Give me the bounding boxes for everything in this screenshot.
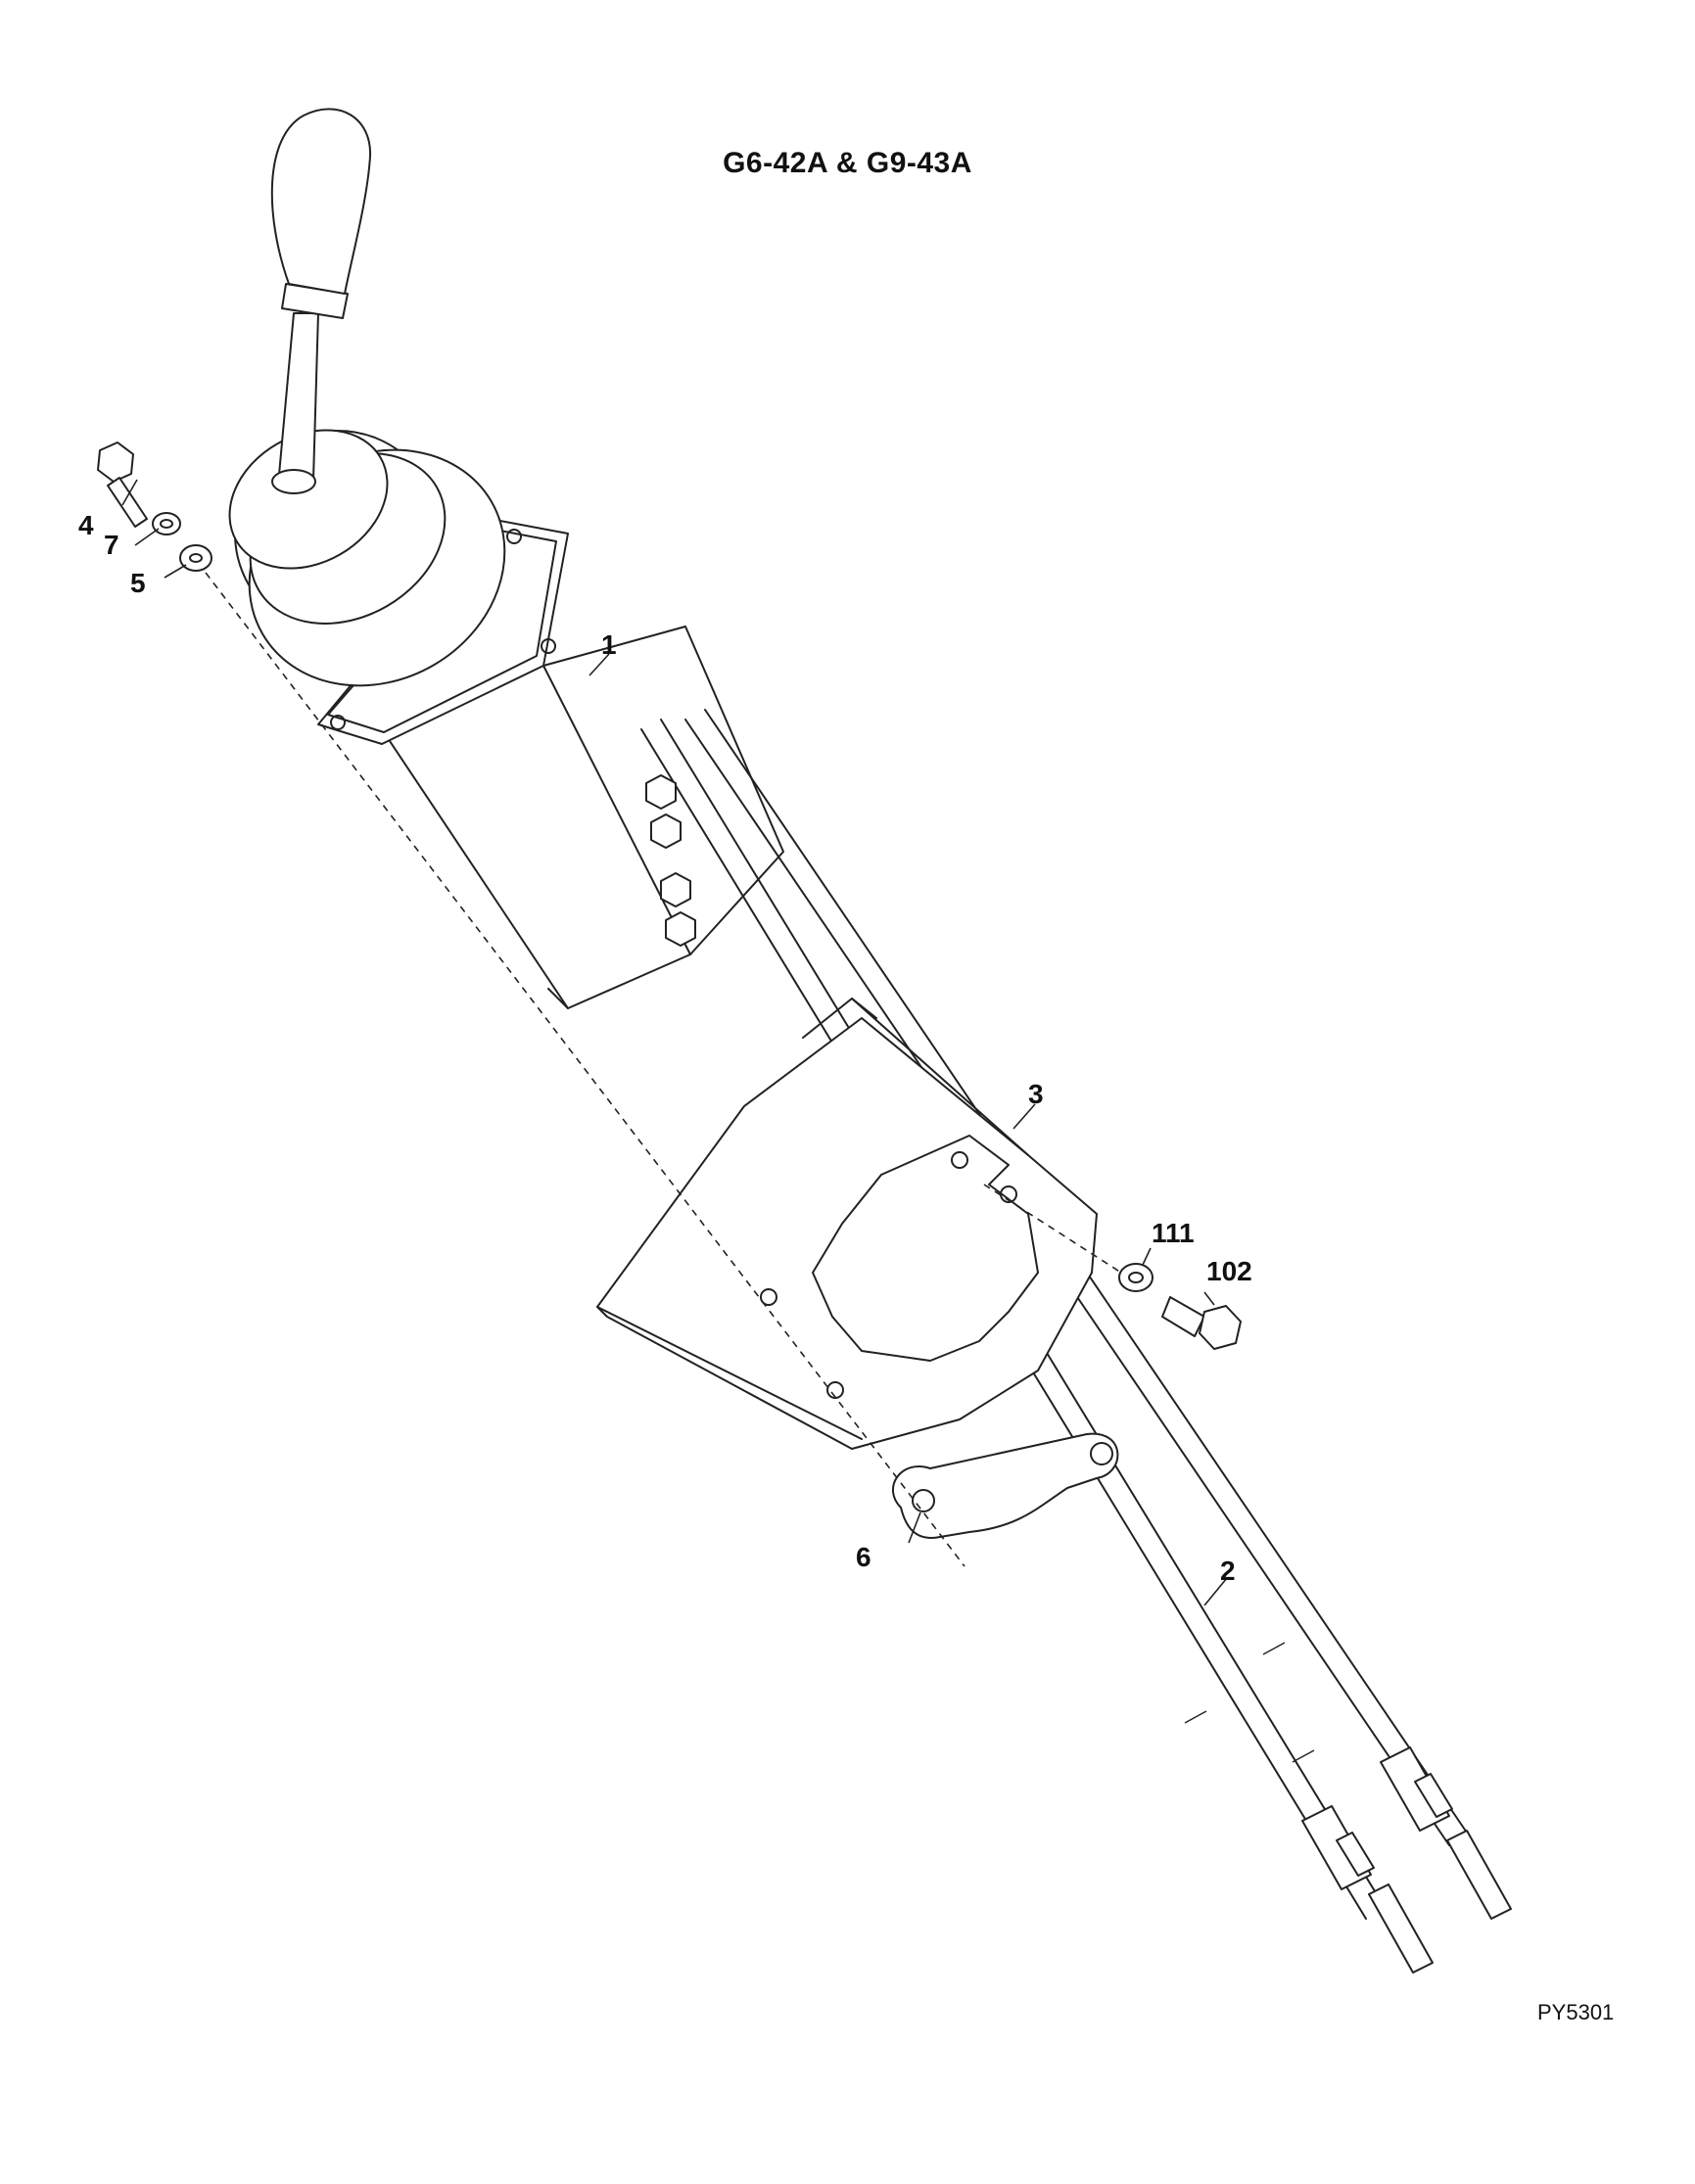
lever-housing <box>228 108 784 1009</box>
diagram-title: G6-42A & G9-43A <box>723 147 972 179</box>
cable-clamp-plate <box>891 1432 1119 1539</box>
callout-102: 102 <box>1206 1256 1252 1286</box>
control-cables <box>640 709 1512 1974</box>
mounting-bracket <box>596 998 1098 1450</box>
callout-7: 7 <box>104 530 119 560</box>
callout-5: 5 <box>130 568 146 598</box>
callout-4: 4 <box>78 510 94 540</box>
assembly-centerline-right <box>983 1184 1122 1274</box>
callout-1: 1 <box>601 629 617 660</box>
drawing-code: PY5301 <box>1537 2000 1615 2024</box>
bracket-hardware <box>1118 1263 1242 1350</box>
leader-lines <box>121 479 1228 1606</box>
callout-111: 111 <box>1152 1218 1195 1248</box>
callout-2: 2 <box>1220 1556 1236 1586</box>
assembly-centerline-left <box>205 572 965 1567</box>
callout-3: 3 <box>1028 1079 1044 1109</box>
upper-hardware <box>97 441 212 572</box>
callout-6: 6 <box>856 1542 871 1572</box>
